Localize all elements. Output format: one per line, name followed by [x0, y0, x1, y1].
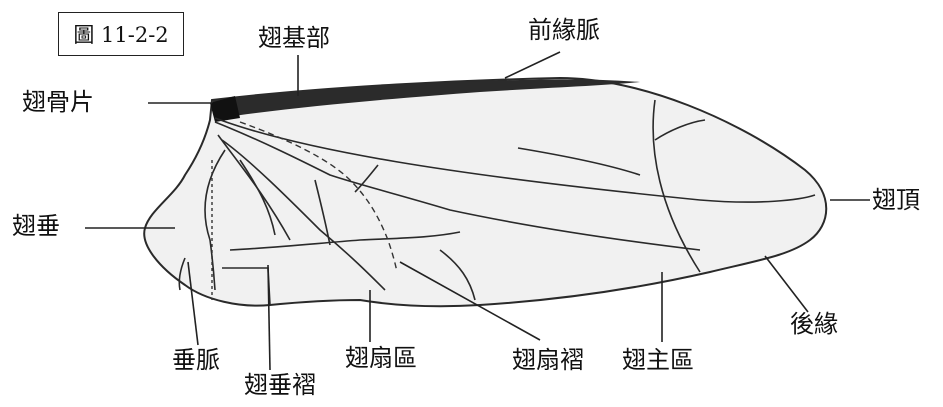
label-anal-region: 翅扇區 — [345, 346, 417, 370]
label-jugal-lobe: 翅垂 — [12, 214, 60, 238]
label-remigium: 翅主區 — [622, 348, 694, 372]
label-wing-apex: 翅頂 — [872, 188, 920, 212]
label-axillary-sclerite: 翅骨片 — [22, 90, 94, 114]
label-wing-base: 翅基部 — [258, 26, 330, 50]
label-posterior-margin: 後緣 — [790, 312, 838, 336]
label-costal-vein: 前緣脈 — [528, 18, 600, 42]
leader-posterior-margin — [765, 256, 808, 312]
label-jugal-fold: 翅垂褶 — [244, 373, 316, 397]
label-vannal-fold: 翅扇褶 — [512, 348, 584, 372]
label-jugal-vein: 垂脈 — [172, 348, 220, 372]
leader-costal-vein — [505, 52, 560, 78]
figure-label: 圖 11-2-2 — [73, 19, 168, 49]
figure-label-box: 圖 11-2-2 — [58, 12, 184, 56]
